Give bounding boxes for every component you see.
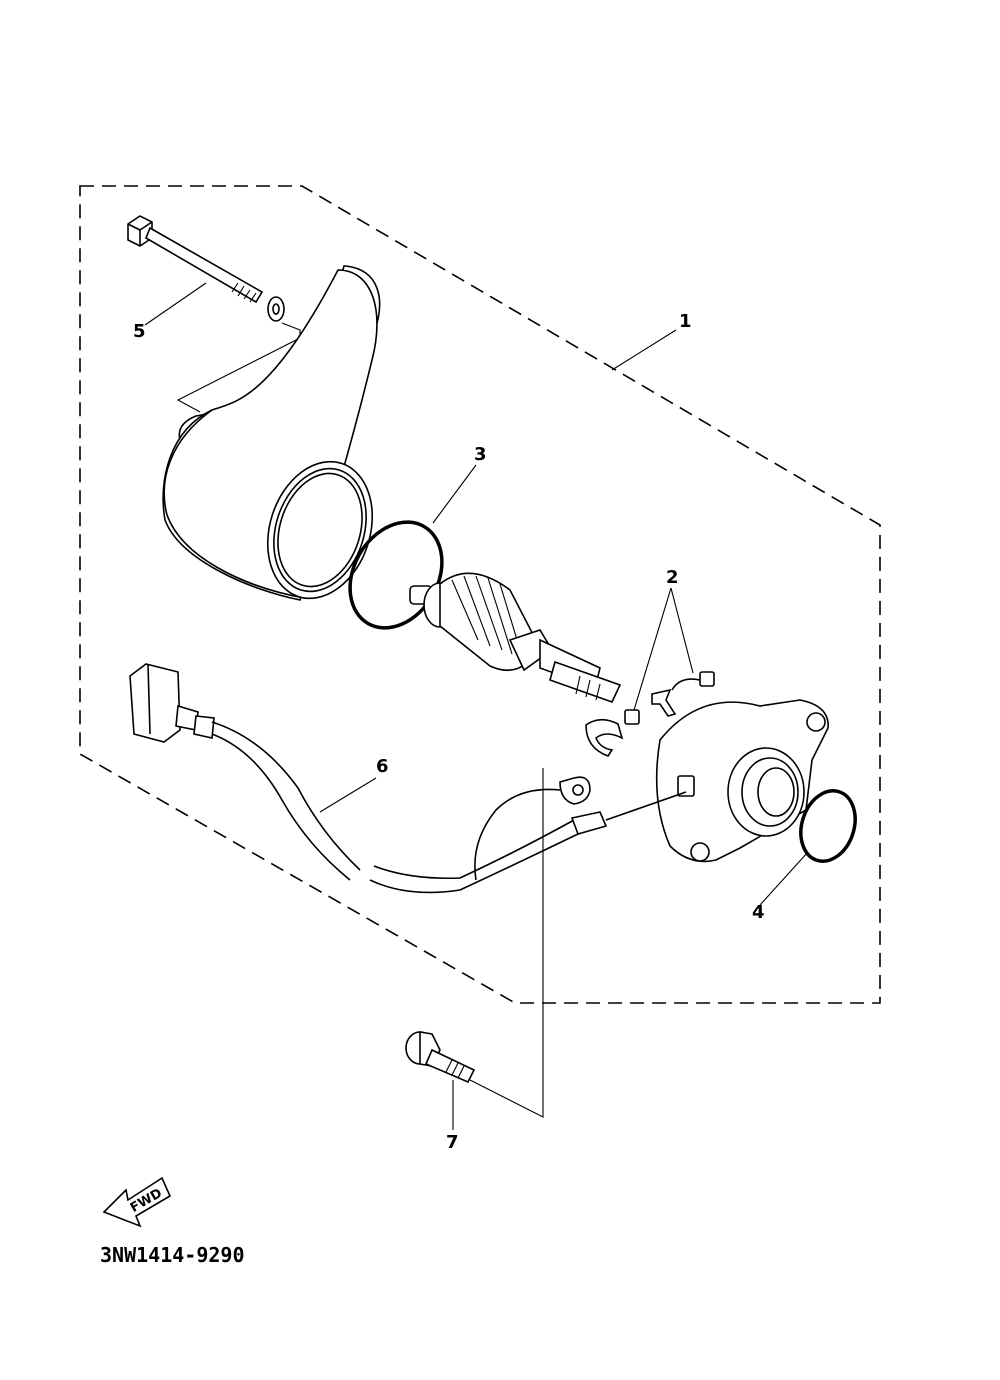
callout-3: 3 bbox=[474, 444, 487, 465]
callout-7: 7 bbox=[446, 1132, 459, 1153]
leader-2a bbox=[633, 587, 672, 711]
armature bbox=[409, 572, 622, 703]
leader-6 bbox=[319, 777, 377, 813]
assembly-boundary bbox=[79, 185, 881, 1004]
leader-2b bbox=[670, 587, 694, 674]
callout-4: 4 bbox=[752, 902, 765, 923]
forward-arrow-icon: FWD bbox=[102, 1176, 172, 1228]
yoke-housing bbox=[162, 265, 381, 601]
callout-6: 6 bbox=[376, 756, 389, 777]
leader-4 bbox=[759, 851, 809, 906]
callout-2: 2 bbox=[666, 567, 679, 588]
leader-3 bbox=[432, 464, 477, 524]
washer bbox=[267, 296, 285, 322]
long-bolt bbox=[127, 215, 264, 304]
callout-5: 5 bbox=[133, 321, 146, 342]
o-ring-small bbox=[799, 789, 857, 863]
callout-1: 1 bbox=[679, 311, 692, 332]
mounting-screw bbox=[405, 1031, 476, 1084]
brush-clip-right bbox=[651, 671, 715, 717]
leader-5 bbox=[144, 282, 207, 326]
screw-group-line bbox=[469, 768, 544, 1118]
brush-clip-left bbox=[585, 709, 640, 757]
leader-1 bbox=[611, 329, 677, 371]
end-cover-bracket bbox=[655, 699, 829, 863]
diagram-code: 3NW1414-9290 bbox=[100, 1243, 245, 1267]
lead-wire bbox=[129, 663, 687, 894]
